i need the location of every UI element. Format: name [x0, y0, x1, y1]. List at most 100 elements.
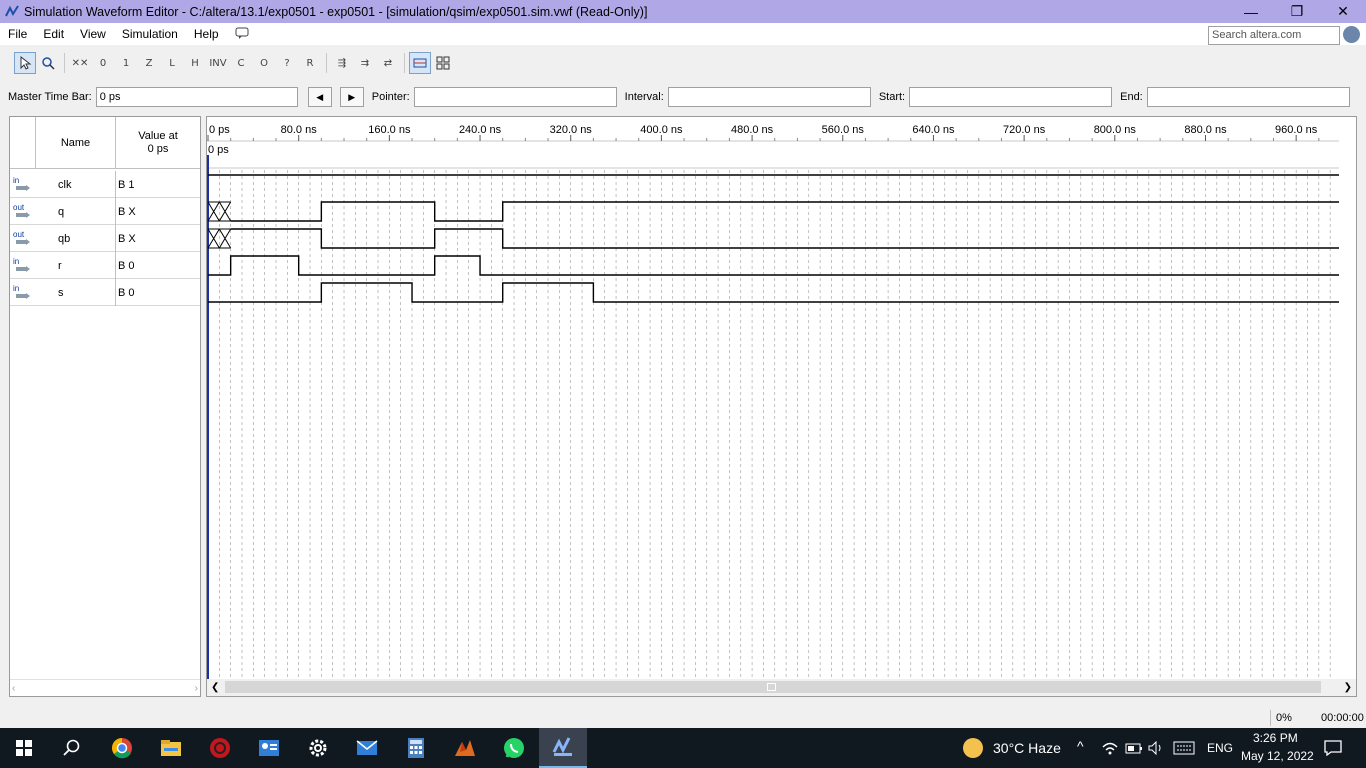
force-high-icon[interactable]: 1 — [122, 57, 130, 69]
clock-time[interactable]: 3:26 PM — [1253, 731, 1298, 745]
scroll-left-icon[interactable]: ‹ — [12, 682, 16, 694]
scroll-right-icon[interactable]: › — [194, 682, 198, 694]
invert-icon[interactable]: INV — [209, 57, 227, 69]
chrome-icon[interactable] — [98, 728, 146, 768]
language-indicator[interactable]: ENG — [1207, 741, 1234, 755]
force-unknown-icon[interactable]: ✕✕ — [71, 57, 89, 69]
ungroup-icon[interactable]: ⇄ — [383, 57, 393, 69]
time-tick-label: 560.0 ns — [822, 124, 865, 136]
search-input[interactable]: Search altera.com — [1208, 26, 1340, 45]
battery-icon[interactable] — [1125, 742, 1143, 757]
matlab-icon[interactable] — [441, 728, 489, 768]
time-tick-label: 240.0 ns — [459, 124, 502, 136]
volume-icon[interactable] — [1148, 740, 1164, 758]
menu-view[interactable]: View — [80, 27, 106, 41]
force-low-icon[interactable]: 0 — [99, 57, 107, 69]
insert-node-icon[interactable]: ⇶ — [337, 57, 347, 69]
signal-row-q[interactable]: out q B X — [10, 198, 200, 225]
start-field[interactable] — [909, 87, 1113, 107]
random-value-icon[interactable]: R — [306, 57, 314, 69]
network-icon[interactable] — [1102, 741, 1118, 758]
feedback-icon[interactable] — [227, 27, 257, 42]
interval-field[interactable] — [667, 87, 871, 107]
zoom-tool-icon[interactable] — [37, 52, 59, 74]
signal-row-clk[interactable]: in clk B 1 — [10, 171, 200, 198]
output-pin-icon: out — [12, 203, 32, 220]
file-explorer-icon[interactable] — [147, 728, 195, 768]
input-pin-icon: in — [12, 284, 32, 301]
time-tick-label: 0 ps — [209, 124, 230, 136]
arbitrary-value-icon[interactable]: ? — [284, 57, 290, 69]
menu-file[interactable]: File — [8, 27, 28, 41]
scroll-right-icon[interactable]: ❯ — [1343, 682, 1352, 693]
settings-gear-icon[interactable] — [294, 728, 342, 768]
status-bar: 0% 00:00:00 — [0, 708, 1366, 728]
master-time-bar-label: Master Time Bar: — [8, 91, 92, 103]
clock-icon[interactable]: O — [260, 57, 268, 69]
restore-button[interactable]: ❐ — [1290, 3, 1304, 19]
count-value-icon[interactable]: C — [237, 57, 245, 69]
toolbar-divider — [326, 53, 327, 73]
elapsed-time: 00:00:00 — [1321, 712, 1364, 724]
pointer-field[interactable] — [413, 87, 617, 107]
end-field[interactable] — [1146, 87, 1350, 107]
time-tick-label: 640.0 ns — [912, 124, 955, 136]
group-icon[interactable]: ⇉ — [360, 57, 370, 69]
menu-simulation[interactable]: Simulation — [121, 27, 178, 41]
waveform-s — [208, 282, 1339, 303]
calculator-icon[interactable] — [392, 728, 440, 768]
windows-start-icon[interactable] — [0, 728, 48, 768]
signal-row-r[interactable]: in r B 0 — [10, 252, 200, 279]
menu-edit[interactable]: Edit — [43, 27, 65, 41]
scrollbar-grip — [767, 683, 776, 691]
chevron-up-icon[interactable]: ^ — [1077, 738, 1084, 754]
select-tool-icon[interactable] — [14, 52, 36, 74]
waveform-q-unknown — [207, 201, 232, 222]
notifications-icon[interactable] — [1324, 740, 1342, 759]
input-pin-icon: in — [12, 176, 32, 193]
keyboard-icon[interactable] — [1173, 741, 1195, 758]
end-label: End: — [1120, 91, 1143, 103]
clock-date[interactable]: May 12, 2022 — [1241, 749, 1314, 763]
menu-help[interactable]: Help — [193, 27, 219, 41]
waveform-horizontal-scrollbar[interactable]: ❮ ❯ — [207, 679, 1356, 696]
value-column-header[interactable]: Value at 0 ps — [116, 117, 200, 169]
name-column-header[interactable]: Name — [36, 117, 116, 169]
signal-name: qb — [36, 225, 116, 252]
globe-icon[interactable] — [1343, 26, 1360, 43]
signal-value: B 1 — [118, 178, 135, 191]
start-label: Start: — [878, 91, 906, 103]
signal-row-qb[interactable]: out qb B X — [10, 225, 200, 252]
contacts-app-icon[interactable] — [245, 728, 293, 768]
weak-low-icon[interactable]: L — [169, 57, 175, 69]
mail-icon[interactable] — [343, 728, 391, 768]
signal-value: B 0 — [118, 286, 135, 299]
minimize-button[interactable]: — — [1244, 3, 1258, 20]
whatsapp-icon[interactable] — [490, 728, 538, 768]
snap-to-grid-icon[interactable] — [409, 52, 431, 74]
scroll-left-icon[interactable]: ❮ — [211, 682, 220, 693]
input-pin-icon: in — [12, 257, 32, 274]
grid-icon[interactable] — [432, 52, 454, 74]
value-column-header-line2: 0 ps — [147, 143, 169, 155]
time-tick-label: 80.0 ns — [281, 124, 318, 136]
close-button[interactable]: ✕ — [1337, 3, 1349, 19]
signal-list-header: Name Value at 0 ps — [10, 117, 200, 169]
signal-row-s[interactable]: in s B 0 — [10, 279, 200, 306]
prev-transition-button[interactable]: ◀ — [307, 87, 332, 107]
next-transition-button[interactable]: ▶ — [339, 87, 364, 107]
time-tick-label: 160.0 ns — [368, 124, 411, 136]
output-pin-icon: out — [12, 230, 32, 247]
game-app-icon[interactable] — [196, 728, 244, 768]
weather-icon[interactable] — [963, 738, 983, 758]
names-horizontal-scrollbar[interactable]: ‹ › — [10, 679, 200, 696]
search-icon[interactable] — [48, 728, 96, 768]
weak-high-icon[interactable]: H — [191, 57, 199, 69]
weather-text[interactable]: 30°C Haze — [993, 740, 1061, 756]
progress-percent: 0% — [1276, 712, 1292, 724]
high-impedance-icon[interactable]: Z — [145, 57, 153, 69]
quartus-waveform-icon[interactable] — [539, 728, 587, 768]
master-time-bar-field[interactable]: 0 ps — [95, 87, 298, 107]
